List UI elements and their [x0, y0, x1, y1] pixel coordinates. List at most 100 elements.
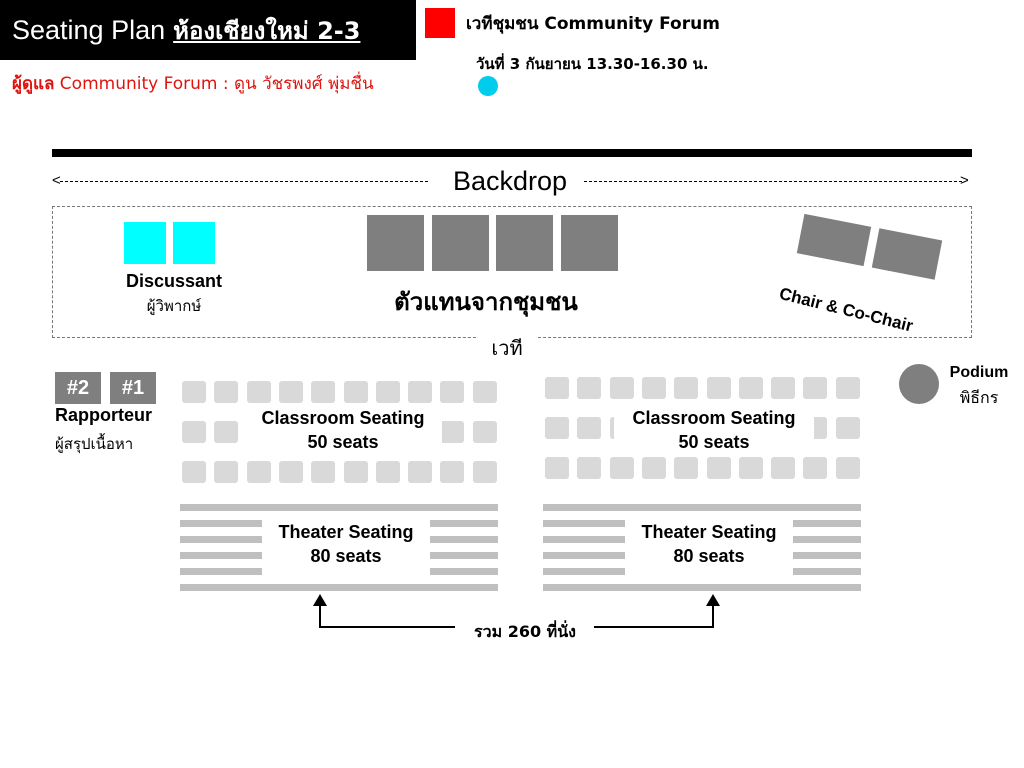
classroom-label-left: Classroom Seating 50 seats — [244, 406, 442, 456]
classroom-seat — [182, 461, 206, 483]
classroom-seat — [674, 457, 699, 479]
legend-title: เวทีชุมชน Community Forum — [466, 14, 720, 34]
page-title: Seating Plan — [12, 14, 166, 45]
classroom-seat — [577, 457, 602, 479]
classroom-seat — [311, 381, 336, 403]
organizer-line: ผู้ดูแล Community Forum : ดูน วัชรพงศ์ พ… — [12, 70, 374, 97]
backdrop-dash-right — [584, 181, 962, 182]
total-arrow-left-line — [319, 602, 455, 628]
classroom-seat — [343, 381, 368, 403]
title-bar: Seating Plan ห้องเชียงใหม่ 2-3 — [0, 0, 416, 60]
classroom-seat — [472, 461, 497, 483]
classroom-seat — [545, 377, 569, 399]
classroom-label-right: Classroom Seating 50 seats — [614, 406, 814, 456]
theater-row — [180, 504, 498, 511]
classroom-seat — [311, 461, 336, 483]
classroom-seat — [182, 381, 206, 403]
theater-label-right: Theater Seating 80 seats — [625, 520, 793, 576]
representative-seat — [561, 215, 618, 271]
classroom-seat — [214, 461, 239, 483]
classroom-seat — [545, 457, 569, 479]
classroom-seat — [440, 461, 465, 483]
classroom-seat — [440, 421, 465, 443]
classroom-seat — [738, 377, 763, 399]
classroom-seat — [375, 381, 400, 403]
stage-label: เวที — [478, 332, 536, 364]
room-name: ห้องเชียงใหม่ 2-3 — [173, 16, 361, 45]
classroom-seat — [440, 381, 465, 403]
backdrop-bar — [52, 149, 972, 157]
classroom-seat — [278, 381, 303, 403]
classroom-seat — [278, 461, 303, 483]
rapporteur-label: Rapporteur — [55, 405, 153, 425]
classroom-seat — [641, 457, 666, 479]
classroom-seat — [738, 457, 763, 479]
theater-row — [543, 504, 861, 511]
organizer-prefix: ผู้ดูแล — [12, 74, 55, 94]
theater-label-right-line1: Theater Seating — [641, 522, 777, 542]
theater-row — [543, 584, 861, 591]
discussant-label: Discussant — [125, 271, 223, 291]
classroom-seat — [771, 457, 796, 479]
representatives-label: ตัวแทนจากชุมชน — [394, 288, 578, 316]
total-seats-label: รวม 260 ที่นั่ง — [474, 622, 576, 641]
classroom-seat — [835, 457, 860, 479]
classroom-seat — [609, 457, 634, 479]
arrow-up-icon — [706, 594, 720, 606]
classroom-seat — [835, 417, 860, 439]
classroom-seat — [835, 377, 860, 399]
classroom-seat — [577, 377, 602, 399]
classroom-seat — [246, 461, 271, 483]
classroom-seat — [771, 377, 796, 399]
total-arrow-right-line — [594, 602, 714, 628]
discussant-sublabel: ผู้วิพากษ์ — [146, 297, 202, 315]
discussant-seat — [173, 222, 215, 264]
classroom-seat — [182, 421, 206, 443]
podium-icon — [899, 364, 939, 404]
arrow-right-icon: > — [960, 172, 969, 189]
classroom-label-right-line2: 50 seats — [678, 432, 750, 452]
discussant-seat — [124, 222, 166, 264]
podium-sublabel: พิธีกร — [959, 388, 999, 407]
classroom-seat — [641, 377, 666, 399]
classroom-label-right-line1: Classroom Seating — [632, 408, 796, 428]
arrow-up-icon — [313, 594, 327, 606]
classroom-label-left-line1: Classroom Seating — [261, 408, 425, 428]
classroom-seat — [609, 377, 634, 399]
representative-seat — [367, 215, 424, 271]
theater-label-right-line2: 80 seats — [673, 546, 745, 566]
rapporteur-sublabel: ผู้สรุปเนื้อหา — [55, 435, 134, 453]
classroom-seat — [343, 461, 368, 483]
classroom-seat — [408, 381, 433, 403]
classroom-label-left-line2: 50 seats — [307, 432, 379, 452]
classroom-seat — [674, 377, 699, 399]
classroom-seat — [472, 381, 497, 403]
classroom-seat — [472, 421, 497, 443]
classroom-seat — [577, 417, 602, 439]
theater-label-left: Theater Seating 80 seats — [262, 520, 430, 576]
classroom-seat — [545, 417, 569, 439]
rapporteur-box-2: #2 — [55, 372, 101, 404]
classroom-seat — [375, 461, 400, 483]
theater-row — [180, 584, 498, 591]
classroom-seat — [214, 421, 239, 443]
classroom-seat — [214, 381, 239, 403]
arrow-left-icon: < — [52, 172, 61, 189]
organizer-text: Community Forum : ดูน วัชรพงศ์ พุ่มชื่น — [59, 74, 374, 94]
backdrop-dash-left — [60, 181, 428, 182]
legend-date: วันที่ 3 กันยายน 13.30-16.30 น. — [476, 55, 709, 73]
classroom-seat — [408, 461, 433, 483]
backdrop-label: Backdrop — [452, 166, 568, 196]
legend-cyan-dot — [478, 76, 498, 96]
rapporteur-box-1: #1 — [110, 372, 156, 404]
theater-label-left-line2: 80 seats — [310, 546, 382, 566]
representative-seat — [496, 215, 553, 271]
classroom-seat — [706, 457, 731, 479]
podium-label: Podium — [949, 364, 1009, 381]
classroom-seat — [706, 377, 731, 399]
classroom-seat — [803, 377, 828, 399]
classroom-seat — [803, 457, 828, 479]
legend-red-square — [425, 8, 455, 38]
representative-seat — [432, 215, 489, 271]
